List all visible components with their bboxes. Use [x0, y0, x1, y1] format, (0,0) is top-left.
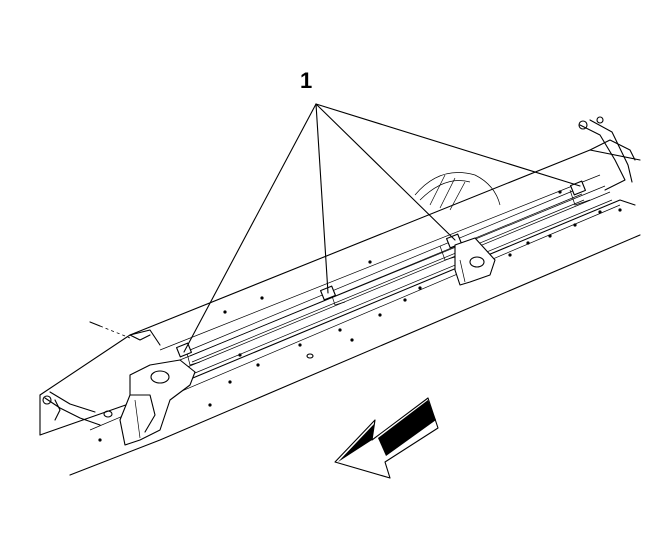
rivets	[98, 190, 622, 442]
front-bracket	[119, 359, 196, 446]
callout-number-1: 1	[300, 68, 313, 93]
rear-bracket	[454, 237, 496, 286]
line-assembly	[42, 116, 633, 426]
front-direction-arrow-icon	[334, 397, 439, 479]
clips	[176, 180, 586, 358]
tire-outline	[414, 172, 501, 211]
callout-leaders	[183, 103, 581, 353]
